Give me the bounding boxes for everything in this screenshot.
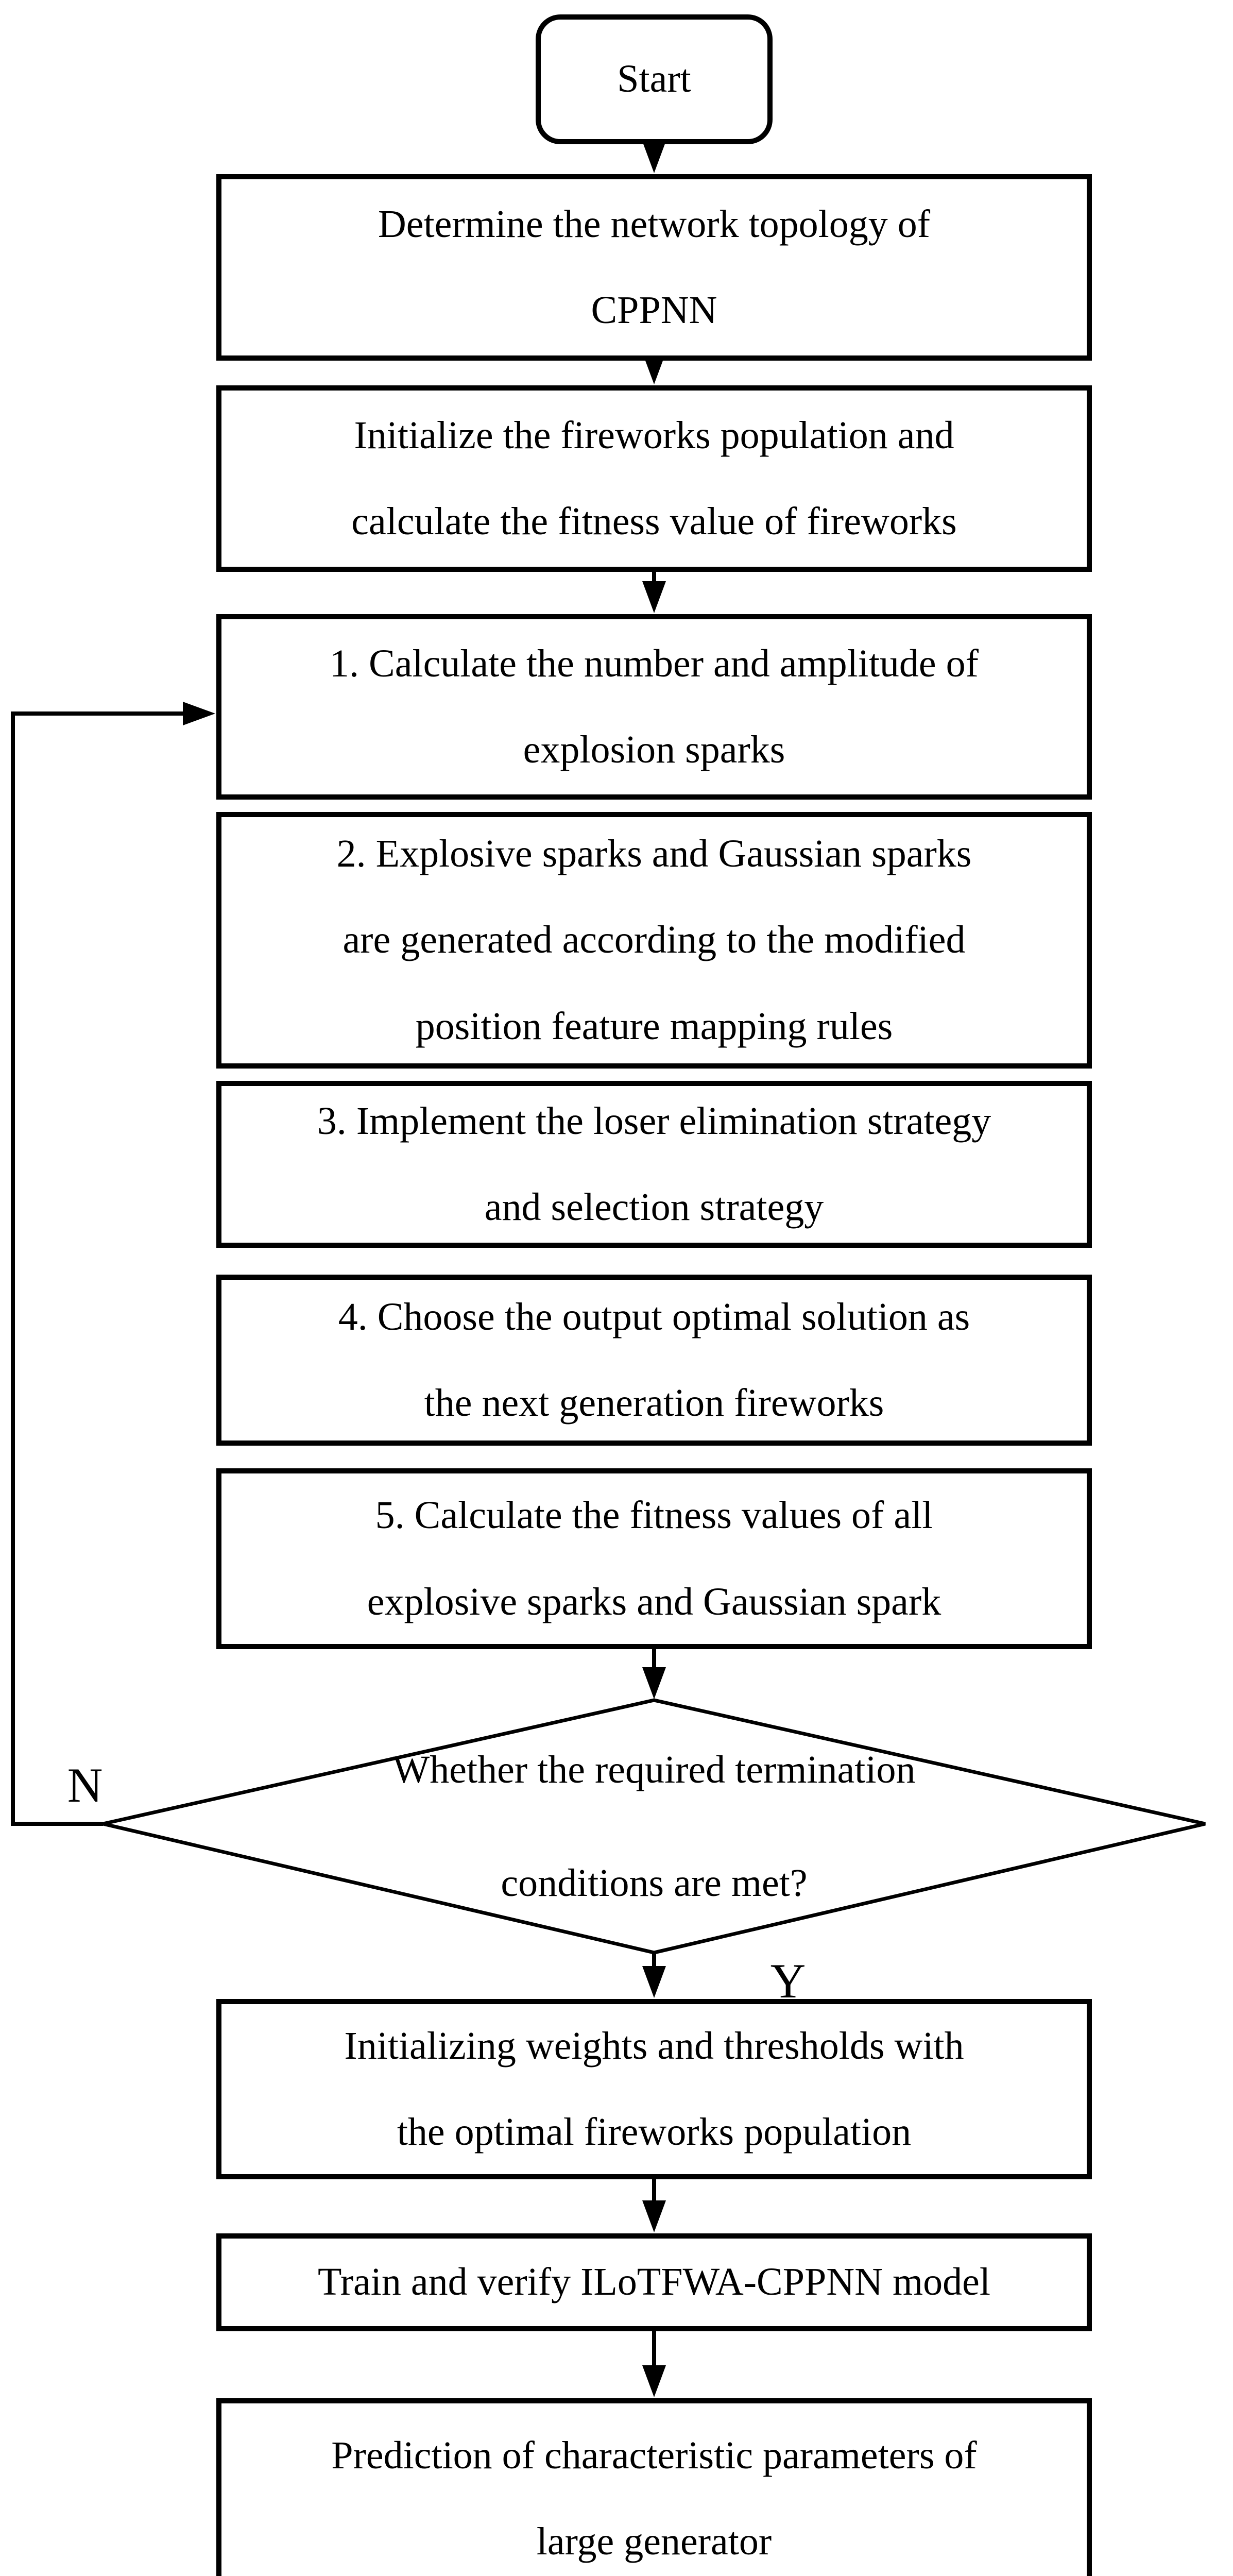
node-start: Start (536, 14, 773, 144)
arrowhead-step1 (642, 581, 666, 613)
node-determine-topology: Determine the network topology of CPPNN (216, 174, 1092, 361)
arrowhead-initweights (642, 1966, 666, 1998)
arrowhead-predict (642, 2365, 666, 2397)
node-step4-choose-solution: 4. Choose the output optimal solution as… (216, 1275, 1092, 1446)
arrowhead-feedback (183, 702, 215, 725)
node-step3-loser-elimination: 3. Implement the loser elimination strat… (216, 1081, 1092, 1248)
node-prediction-parameters: Prediction of characteristic parameters … (216, 2398, 1092, 2576)
arrowhead-train (642, 2200, 666, 2232)
arrowhead-determine (642, 141, 666, 173)
decision-diamond (102, 1698, 1206, 1955)
node-initialize-population: Initialize the fireworks population and … (216, 385, 1092, 572)
node-train-verify-model: Train and verify ILoTFWA-CPPNN model (216, 2233, 1092, 2331)
node-decision-termination: Whether the required termination conditi… (392, 1748, 916, 1905)
node-step2-generate-sparks: 2. Explosive sparks and Gaussian sparks … (216, 812, 1092, 1069)
node-step1-calculate-sparks: 1. Calculate the number and amplitude of… (216, 614, 1092, 800)
node-initializing-weights: Initializing weights and thresholds with… (216, 1999, 1092, 2179)
feedback-loop-line (11, 711, 183, 1826)
branch-label-no: N (67, 1758, 103, 1812)
arrowhead-decision (642, 1667, 666, 1699)
node-step5-fitness-values: 5. Calculate the fitness values of all e… (216, 1468, 1092, 1649)
